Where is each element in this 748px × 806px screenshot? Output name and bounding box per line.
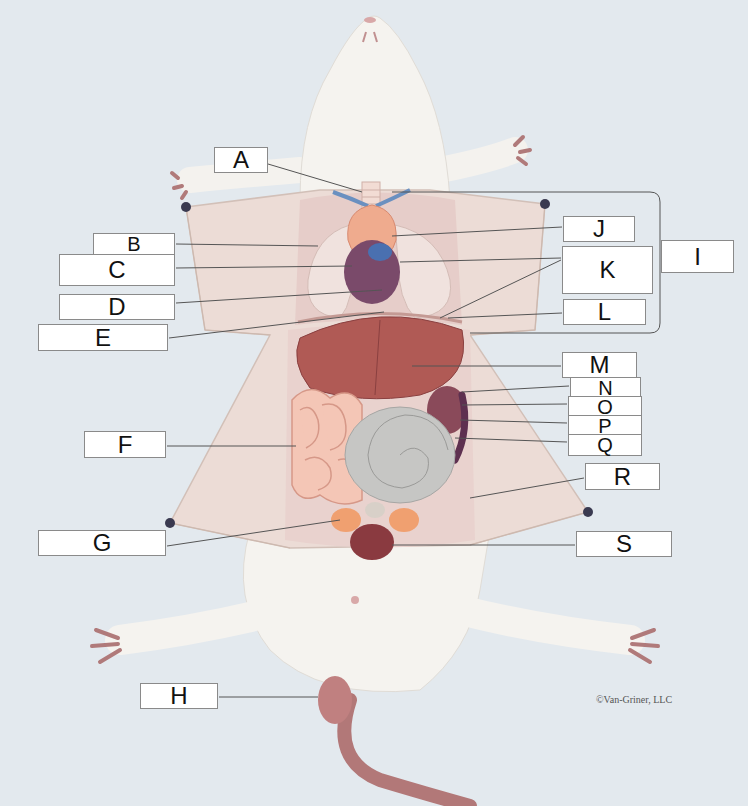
label-letter: A [233, 148, 249, 172]
label-letter: L [598, 300, 611, 324]
label-box: J [563, 216, 635, 242]
label-letter: R [614, 465, 631, 489]
label-box: D [59, 294, 175, 320]
label-letter: S [616, 532, 632, 556]
label-box: A [214, 147, 268, 173]
label-box: H [140, 683, 218, 709]
label-letter: N [598, 378, 612, 398]
label-letter: K [599, 258, 615, 282]
label-letter: H [170, 684, 187, 708]
label-box: G [38, 530, 166, 556]
label-box: E [38, 324, 168, 351]
label-box: F [84, 431, 166, 458]
label-box: R [585, 463, 660, 490]
label-letter: M [590, 353, 610, 377]
label-box: I [661, 240, 734, 273]
label-letter: P [598, 416, 611, 436]
label-letter: O [597, 397, 613, 417]
label-box: K [562, 246, 653, 294]
label-letter: D [108, 295, 125, 319]
label-letter: F [118, 433, 133, 457]
label-box: Q [568, 434, 642, 456]
label-letter: E [95, 326, 111, 350]
label-letter: J [593, 217, 605, 241]
label-box: S [576, 531, 672, 557]
label-letter: G [93, 531, 112, 555]
label-letter: Q [597, 435, 613, 455]
label-box: B [93, 233, 175, 255]
label-box: M [562, 352, 637, 378]
label-letter: C [108, 258, 125, 282]
label-box: L [563, 299, 646, 325]
label-box: C [59, 254, 175, 286]
label-letter: B [127, 234, 140, 254]
label-letter: I [694, 245, 701, 269]
copyright-note: ©Van-Griner, LLC [596, 694, 672, 705]
